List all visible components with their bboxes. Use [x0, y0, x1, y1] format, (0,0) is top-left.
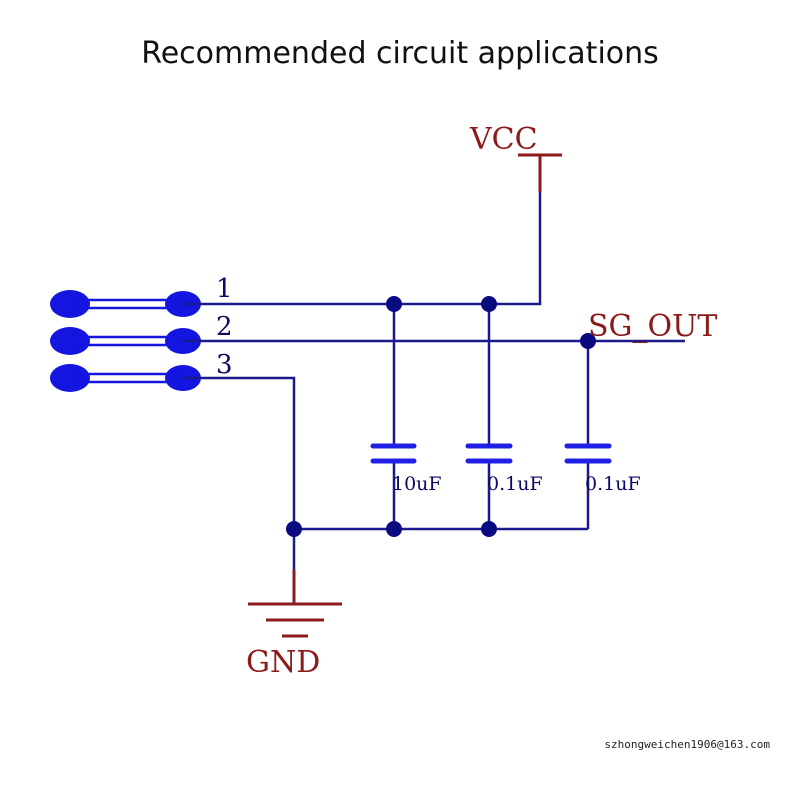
wire-vcc-net [183, 190, 542, 306]
capacitor-c1 [370, 443, 417, 464]
junction-node [386, 521, 402, 537]
junction-node [386, 296, 402, 312]
junctions [286, 296, 596, 537]
junction-node [481, 521, 497, 537]
capacitor-c2-value: 0.1uF [487, 473, 543, 495]
capacitor-c3-value: 0.1uF [585, 473, 641, 495]
gnd-label: GND [246, 645, 320, 680]
connector-pin-2 [50, 327, 201, 355]
ground-symbol [248, 570, 342, 638]
vcc-label: VCC [469, 122, 538, 157]
junction-node [286, 521, 302, 537]
pin-2-label: 2 [216, 312, 233, 342]
sg-out-label: SG_OUT [588, 309, 717, 344]
connector [50, 290, 201, 392]
capacitors [370, 443, 612, 464]
wire-gnd-net [183, 376, 588, 531]
capacitor-c1-value: 10uF [392, 473, 442, 495]
capacitor-c2 [465, 443, 513, 464]
capacitor-c3 [564, 443, 612, 464]
vcc-symbol [518, 153, 562, 192]
diagram-title: Recommended circuit applications [141, 36, 659, 71]
junction-node [481, 296, 497, 312]
pin-3-label: 3 [216, 350, 233, 380]
connector-pin-1 [50, 290, 201, 318]
junction-node [580, 333, 596, 349]
footer-email: szhongweichen1906@163.com [604, 738, 770, 751]
pin-1-label: 1 [216, 274, 233, 304]
connector-pin-3 [50, 364, 201, 392]
wires [183, 190, 685, 572]
